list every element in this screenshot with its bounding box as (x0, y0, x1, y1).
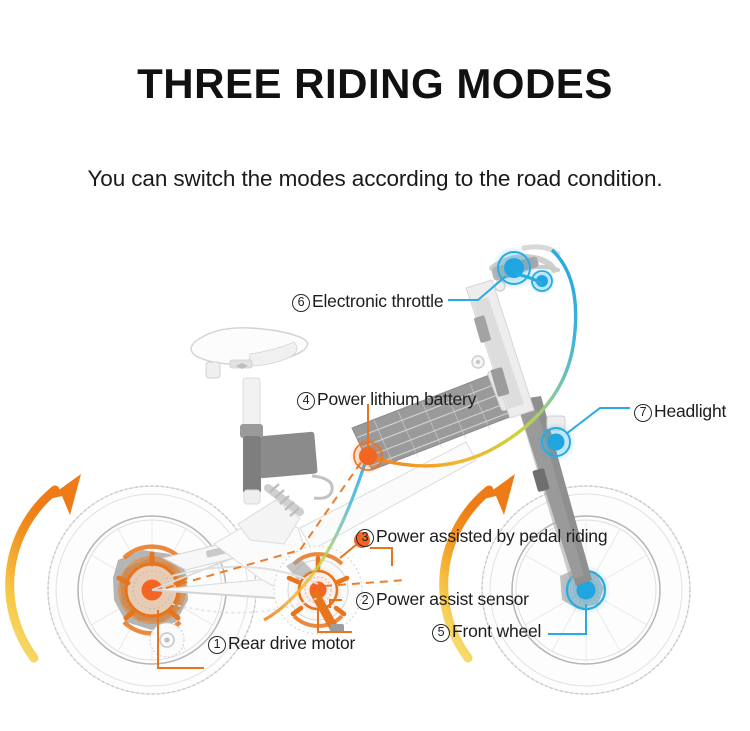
leader-line-2a (329, 599, 342, 608)
leader-line-6 (448, 275, 507, 301)
callout-number-6: 6 (292, 294, 310, 312)
rear-suspension-spring (264, 483, 304, 517)
callout-label-7: Headlight (654, 401, 727, 421)
leader-lines (157, 275, 630, 669)
callout-label-5: Front wheel (452, 621, 542, 641)
leader-line-2 (317, 610, 352, 633)
callout-number-7: 7 (634, 404, 652, 422)
callout-label-6: Electronic throttle (312, 291, 444, 311)
callout-number-5: 5 (432, 624, 450, 642)
bicycle-diagram (0, 228, 750, 731)
leader-line-5 (548, 604, 587, 635)
callout-label-1: Rear drive motor (228, 633, 356, 653)
leader-line-1 (157, 610, 204, 669)
page-subtitle: You can switch the modes according to th… (87, 166, 663, 191)
leader-line-7 (565, 407, 630, 435)
signal-dashed-lines (165, 457, 407, 589)
headlight-mount (536, 415, 576, 462)
callout-number-4: 4 (297, 392, 315, 410)
battery-terminal-marker (349, 437, 387, 475)
callout-label-3: Power assisted by pedal riding (376, 526, 608, 546)
bicycle-frame (151, 327, 477, 601)
callout-label-2: Power assist sensor (376, 589, 529, 609)
saddle (190, 327, 309, 379)
callout-label-4: Power lithium battery (317, 389, 477, 409)
page-title: THREE RIDING MODES (137, 60, 613, 107)
seat-tube (240, 377, 263, 505)
leader-line-3b (370, 547, 393, 566)
callout-number-2: 2 (356, 592, 374, 610)
callout-number-1: 1 (208, 636, 226, 654)
rear-wheel (47, 485, 257, 695)
front-wheel-rotation-arrow (439, 474, 515, 663)
rear-wheel-rotation-arrow (5, 474, 81, 663)
power-cable (263, 248, 578, 622)
callout-number-3: 3 (356, 529, 374, 547)
front-fork-and-steering (465, 244, 592, 586)
